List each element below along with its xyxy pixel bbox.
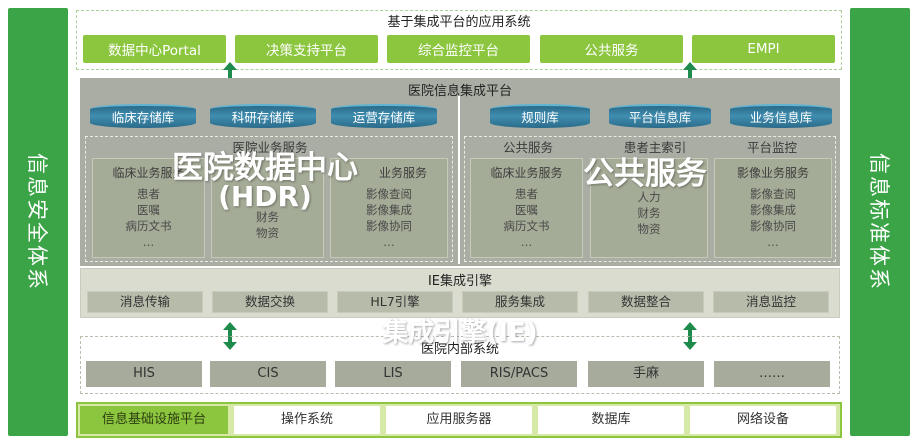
infrastructure-title: 信息基础设施平台	[80, 406, 228, 434]
app-public-service-button[interactable]: 公共服务	[540, 35, 683, 63]
hospital-business-services-label: 医院业务服务	[232, 140, 308, 155]
business-info-repository-cylinder: 业务信息库	[730, 104, 832, 128]
service-module: 临床业务服务 患者 医嘱 病历文书 …	[92, 158, 205, 258]
public-service-label: 公共服务	[502, 140, 553, 155]
standards-system-column: 信息标准体系	[850, 8, 910, 436]
clinical-repository-cylinder: 临床存储库	[90, 104, 196, 128]
internal-systems-title: 医院内部系统	[420, 342, 499, 357]
message-monitor-button[interactable]: 消息监控	[713, 291, 829, 313]
app-server-button[interactable]: 应用服务器	[386, 406, 532, 434]
app-decision-support-button[interactable]: 决策支持平台	[235, 35, 378, 63]
internal-systems-layer	[80, 336, 840, 394]
os-button[interactable]: 操作系统	[234, 406, 380, 434]
app-empi-button[interactable]: EMPI	[692, 35, 835, 63]
service-module: 临床业务服务 患者 医嘱 病历文书 …	[470, 158, 583, 258]
hospital-platform-panel	[80, 78, 840, 266]
service-integration-button[interactable]: 服务集成	[462, 291, 578, 313]
data-exchange-button[interactable]: 数据交换	[212, 291, 328, 313]
hdr-overlay-title: 医院数据中心	[172, 150, 358, 186]
hdr-overlay-subtitle: (HDR)	[218, 180, 312, 213]
apps-layer-title: 基于集成平台的应用系统	[387, 15, 531, 30]
lis-system-button[interactable]: LIS	[335, 361, 451, 387]
apps-layer	[76, 10, 842, 70]
service-module: 业务服务 影像查阅 影像集成 影像协同 …	[330, 158, 448, 258]
standards-system-label: 信息标准体系	[867, 153, 891, 291]
research-repository-cylinder: 科研存储库	[210, 104, 316, 128]
hospital-platform-title: 医院信息集成平台	[407, 84, 512, 99]
service-module: 财务 物资	[211, 158, 324, 258]
his-system-button[interactable]: HIS	[86, 361, 202, 387]
public-service-overlay-title: 公共服务	[583, 156, 707, 192]
security-system-label: 信息安全体系	[25, 153, 49, 291]
public-services-section	[464, 136, 836, 262]
hospital-business-services-section	[85, 136, 453, 262]
message-transfer-button[interactable]: 消息传输	[87, 291, 203, 313]
service-module: 人力 财务 物资	[590, 158, 708, 258]
operation-repository-cylinder: 运营存储库	[331, 104, 437, 128]
more-systems-button[interactable]: ……	[714, 361, 830, 387]
app-monitoring-button[interactable]: 综合监控平台	[387, 35, 530, 63]
service-module: 影像业务服务 影像查阅 影像集成 影像协同 …	[714, 158, 832, 258]
data-consolidation-button[interactable]: 数据整合	[588, 291, 704, 313]
platform-info-repository-cylinder: 平台信息库	[609, 104, 711, 128]
database-button[interactable]: 数据库	[538, 406, 684, 434]
platform-monitor-label: 平台监控	[746, 140, 797, 155]
anesthesia-system-button[interactable]: 手麻	[588, 361, 704, 387]
security-system-column: 信息安全体系	[8, 8, 68, 436]
empi-label: 患者主索引	[623, 140, 687, 155]
hl7-engine-button[interactable]: HL7引擎	[337, 291, 453, 313]
rules-repository-cylinder: 规则库	[490, 104, 590, 128]
ris-pacs-system-button[interactable]: RIS/PACS	[461, 361, 577, 387]
cis-system-button[interactable]: CIS	[210, 361, 326, 387]
ie-overlay-title: 集成引擎(IE)	[382, 318, 538, 348]
platform-divider	[458, 96, 460, 264]
ie-engine-title: IE集成引擎	[427, 274, 493, 289]
app-portal-button[interactable]: 数据中心Portal	[83, 35, 226, 63]
network-device-button[interactable]: 网络设备	[690, 406, 836, 434]
